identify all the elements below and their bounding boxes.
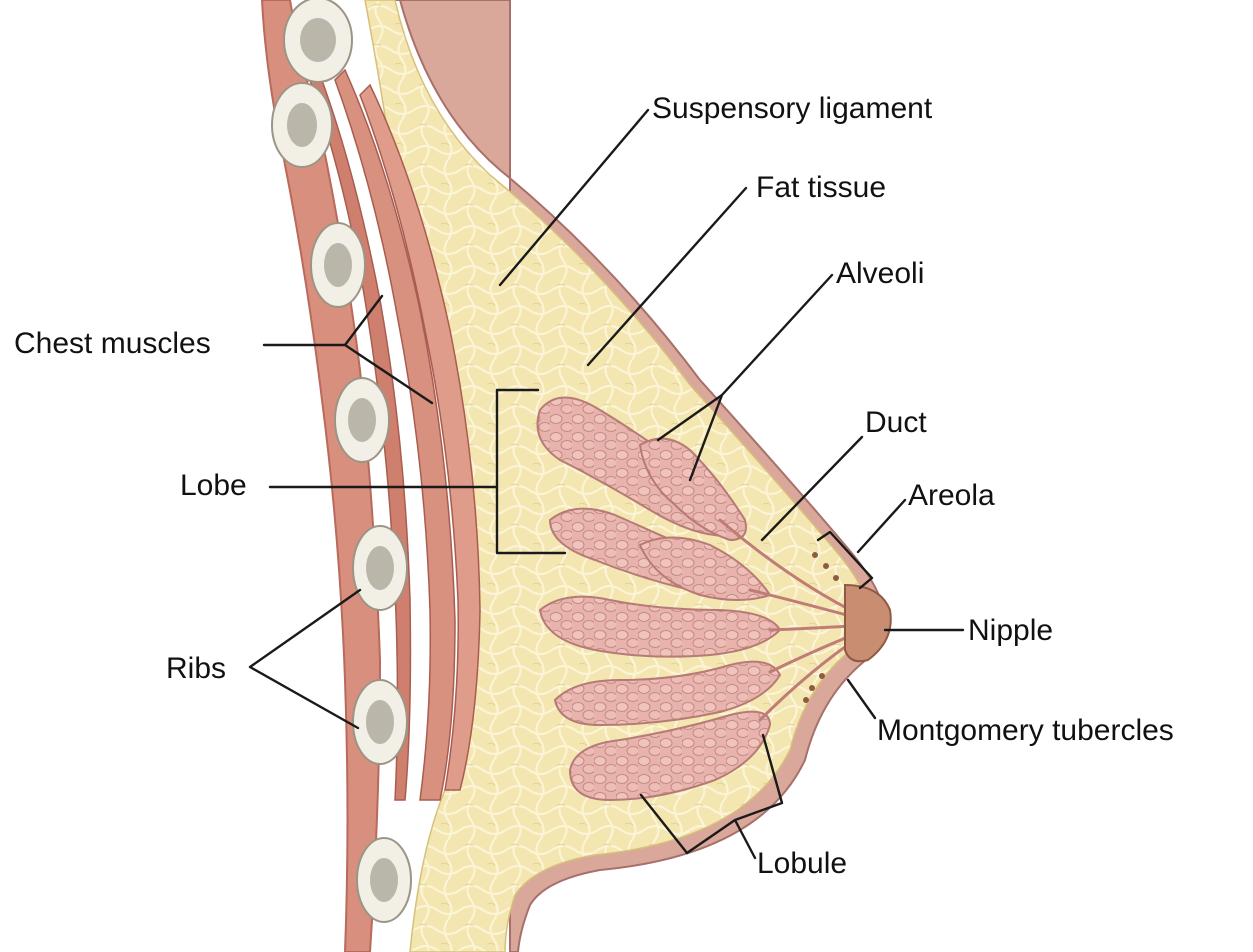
nipple-shape	[845, 585, 891, 661]
label-duct: Duct	[865, 406, 927, 439]
leader-montgomery	[848, 680, 875, 718]
label-ribs: Ribs	[166, 652, 226, 685]
label-lobe: Lobe	[180, 469, 247, 502]
label-suspensory-ligament: Suspensory ligament	[652, 92, 933, 125]
label-nipple: Nipple	[968, 614, 1053, 647]
label-fat-tissue: Fat tissue	[756, 171, 886, 204]
label-areola: Areola	[908, 479, 995, 512]
label-montgomery-tubercles: Montgomery tubercles	[877, 714, 1174, 747]
label-lobule: Lobule	[757, 847, 847, 880]
label-chest-muscles: Chest muscles	[14, 327, 211, 360]
label-alveoli: Alveoli	[836, 257, 924, 290]
